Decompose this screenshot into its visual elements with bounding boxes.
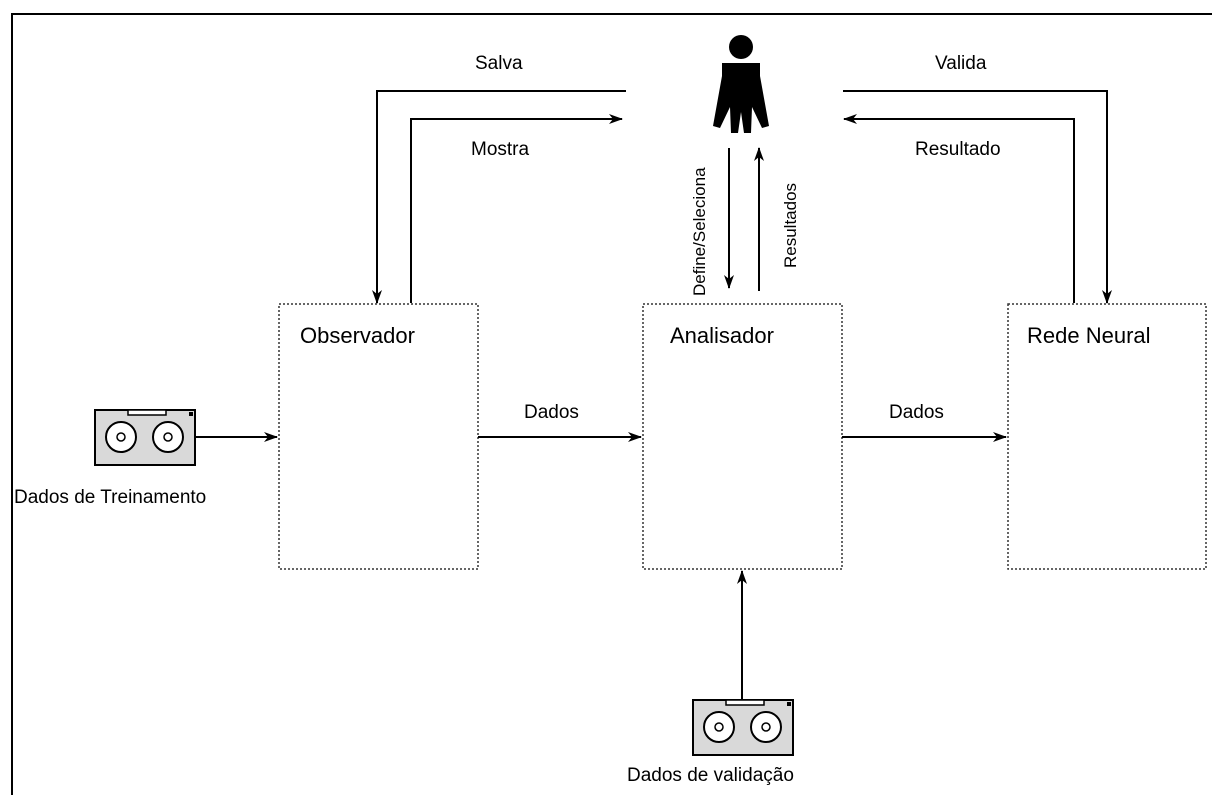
tape-drive-icon [94,409,196,466]
dados-treinamento-label: Dados de Treinamento [14,487,206,508]
tape-drive-icon [692,699,794,756]
valida-label: Valida [935,53,987,74]
valida-arrow [843,90,1112,304]
dados-label-right: Dados [889,402,944,423]
frame-border [11,13,1212,795]
rede-neural-box [1007,303,1207,570]
resultado-label: Resultado [915,139,1001,160]
define-seleciona-label: Define/Seleciona [690,167,709,296]
observador-label: Observador [300,323,415,348]
salva-label: Salva [475,53,523,74]
resultado-arrow [843,114,1075,303]
analisador-label: Analisador [670,323,774,348]
person-icon [713,35,769,133]
dados-label-left: Dados [524,402,579,423]
mostra-arrow [410,114,623,303]
salva-arrow [372,90,626,304]
rede-neural-label: Rede Neural [1027,323,1151,348]
dados-validacao-label: Dados de validação [627,765,794,786]
resultados-label: Resultados [781,183,800,268]
mostra-label: Mostra [471,139,530,160]
